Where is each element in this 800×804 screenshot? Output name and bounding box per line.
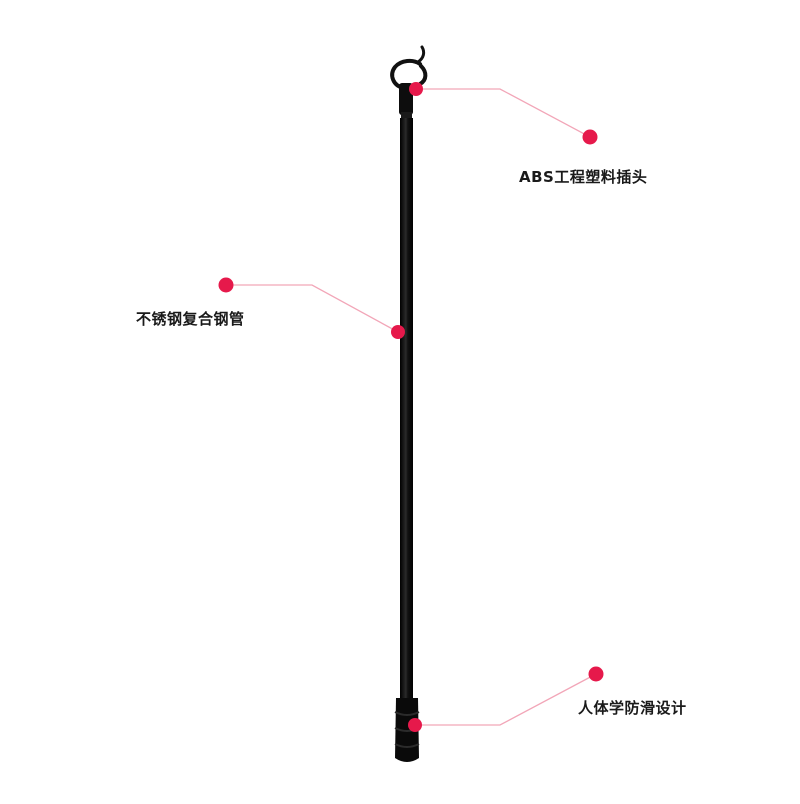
callout-label-tube: 不锈钢复合钢管 <box>136 310 245 328</box>
leader-line-tube <box>226 284 399 333</box>
callout-dot-head-anchor <box>409 82 423 96</box>
hook-head <box>390 45 428 120</box>
callout-dot-head-end <box>582 129 598 145</box>
callout-lines <box>226 88 597 726</box>
callout-dot-grip-end <box>588 666 604 682</box>
callout-dot-tube-end <box>218 277 234 293</box>
callout-dot-tube-anchor <box>391 325 405 339</box>
callout-dot-grip-anchor <box>408 718 422 732</box>
callout-dots <box>218 82 604 732</box>
leader-line-head <box>416 88 591 138</box>
callout-label-head: ABS工程塑料插头 <box>519 168 648 186</box>
leader-line-grip <box>415 673 597 726</box>
steel-tube <box>400 118 413 698</box>
callout-label-grip: 人体学防滑设计 <box>578 699 687 717</box>
